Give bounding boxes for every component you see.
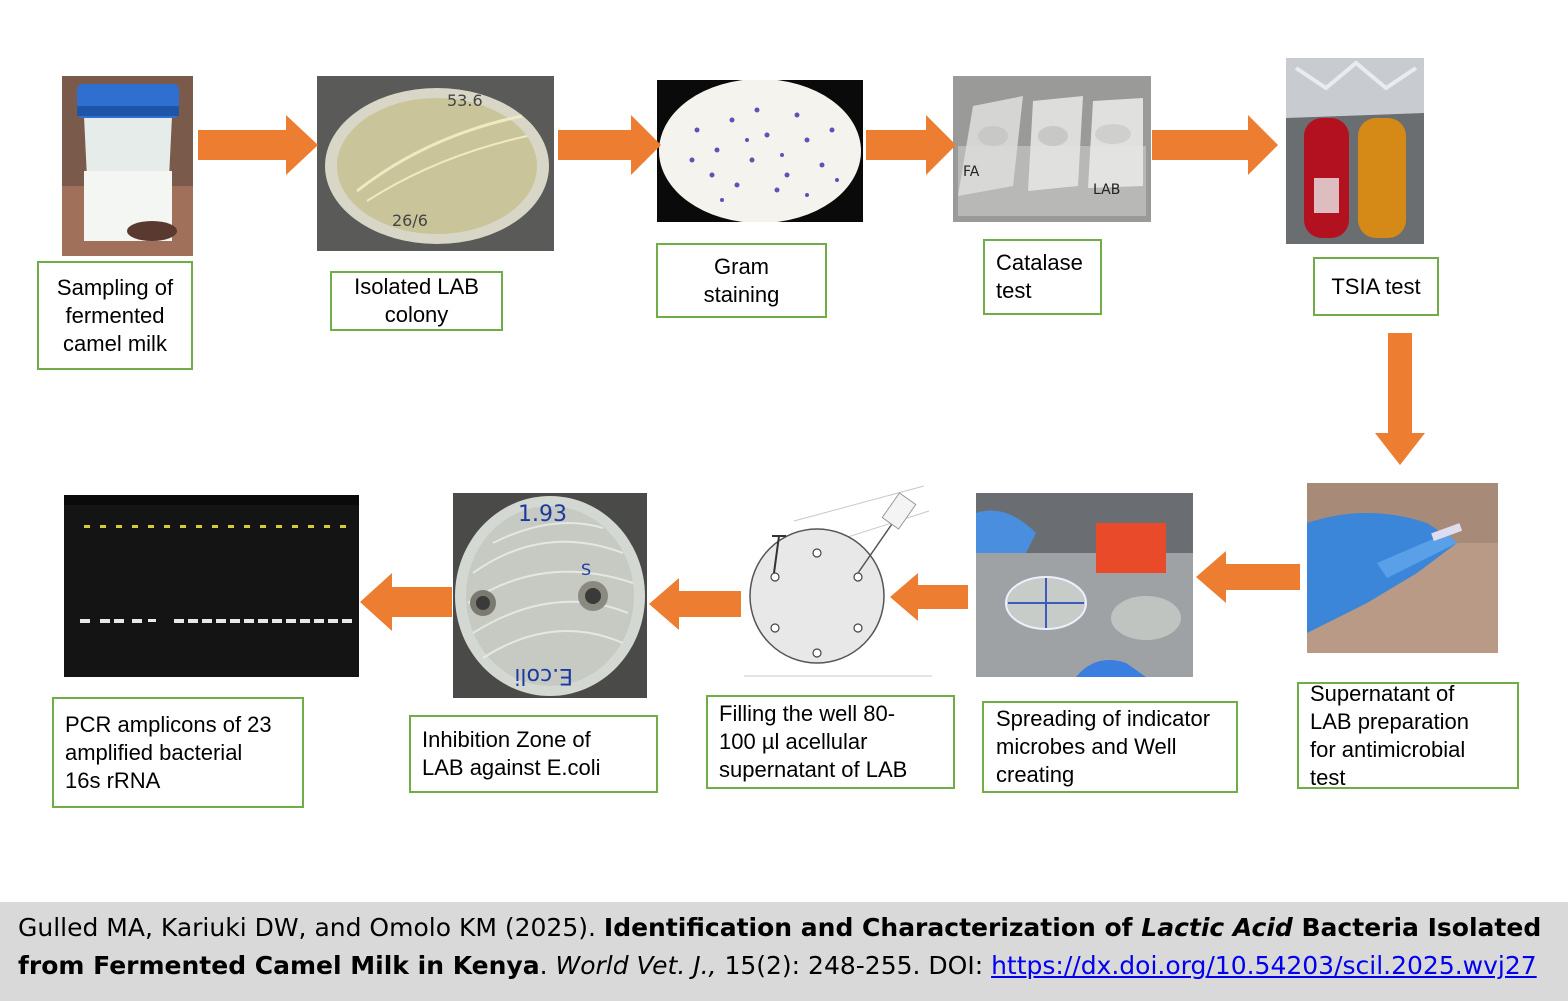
step-pcr-text: PCR amplicons of 23 amplified bacterial … [65,711,272,793]
slide-label-left: FA [963,164,980,180]
step-tsia: TSIA test [1313,257,1439,316]
citation-title-part2: Bacteria Isolated from Fermented Camel M… [18,913,1542,980]
arrow-left-2 [890,573,968,621]
milk-sample-photo [62,76,193,256]
citation-authors: Gulled MA, Kariuki DW, and Omolo KM (202… [18,913,604,942]
step-filling-text: Filling the well 80- 100 µl acellular su… [719,701,908,782]
step-inhibition-zone: Inhibition Zone of LAB against E.coli [409,715,658,793]
citation-title-part1: Identification and Characterization of [603,913,1142,942]
step-inhibition-text: Inhibition Zone of LAB against E.coli [422,727,601,780]
tsia-tubes-photo [1286,58,1424,244]
spreading-plates-photo [976,493,1193,677]
citation-title-italic: Lactic Acid [1141,913,1293,942]
pcr-gel-photo [64,495,359,677]
plate-label-s: S [581,560,591,579]
petri-plate-lab-photo: 53.6 26/6 [317,76,554,251]
citation-separator: . [539,951,556,980]
arrow-right-4 [1152,115,1278,175]
step-filling-well: Filling the well 80- 100 µl acellular su… [706,695,955,789]
citation-volume: 15(2): 248-255. DOI: [716,951,992,980]
step-supernatant-text: Supernatant of LAB preparation for antim… [1310,680,1469,790]
arrow-down [1375,333,1425,465]
step-isolated-text: Isolated LAB colony [354,274,479,327]
supernatant-prep-photo [1307,483,1498,653]
step-pcr: PCR amplicons of 23 amplified bacterial … [52,697,304,808]
step-spreading-text: Spreading of indicator microbes and Well… [996,706,1211,787]
citation-doi-link[interactable]: https://dx.doi.org/10.54203/scil.2025.wv… [991,951,1537,980]
arrow-left-1 [1196,551,1300,603]
step-gram-text: Gram staining [703,253,780,307]
gram-stain-photo [657,80,863,222]
step-supernatant: Supernatant of LAB preparation for antim… [1297,680,1519,790]
slide-label-right: LAB [1093,182,1120,198]
catalase-test-photo: FA LAB [953,76,1151,222]
arrow-left-4 [360,573,452,631]
step-sampling-text: Sampling of fermented camel milk [56,274,174,356]
arrow-right-3 [866,115,956,175]
inhibition-zone-photo: 1.93 S E.coli [453,493,647,698]
arrow-left-3 [649,578,741,630]
citation-footer: Gulled MA, Kariuki DW, and Omolo KM (202… [0,902,1568,1001]
arrow-right-2 [558,115,661,175]
plate-label-ecoli: E.coli [514,663,573,688]
step-gram-staining: Gram staining [656,243,827,318]
plate-label-code: 1.93 [518,502,567,527]
step-isolated-colony: Isolated LAB colony [330,271,503,331]
step-catalase: Catalase test [983,239,1102,315]
step-spreading: Spreading of indicator microbes and Well… [982,701,1238,793]
citation-journal: World Vet. J., [555,951,717,980]
arrow-right-1 [198,115,318,175]
plate-label-top: 53.6 [447,91,483,110]
plate-label-bottom: 26/6 [392,211,428,230]
step-catalase-text: Catalase test [996,250,1083,303]
step-tsia-text: TSIA test [1331,273,1421,299]
well-diagram [744,481,932,681]
step-sampling: Sampling of fermented camel milk [37,261,193,370]
